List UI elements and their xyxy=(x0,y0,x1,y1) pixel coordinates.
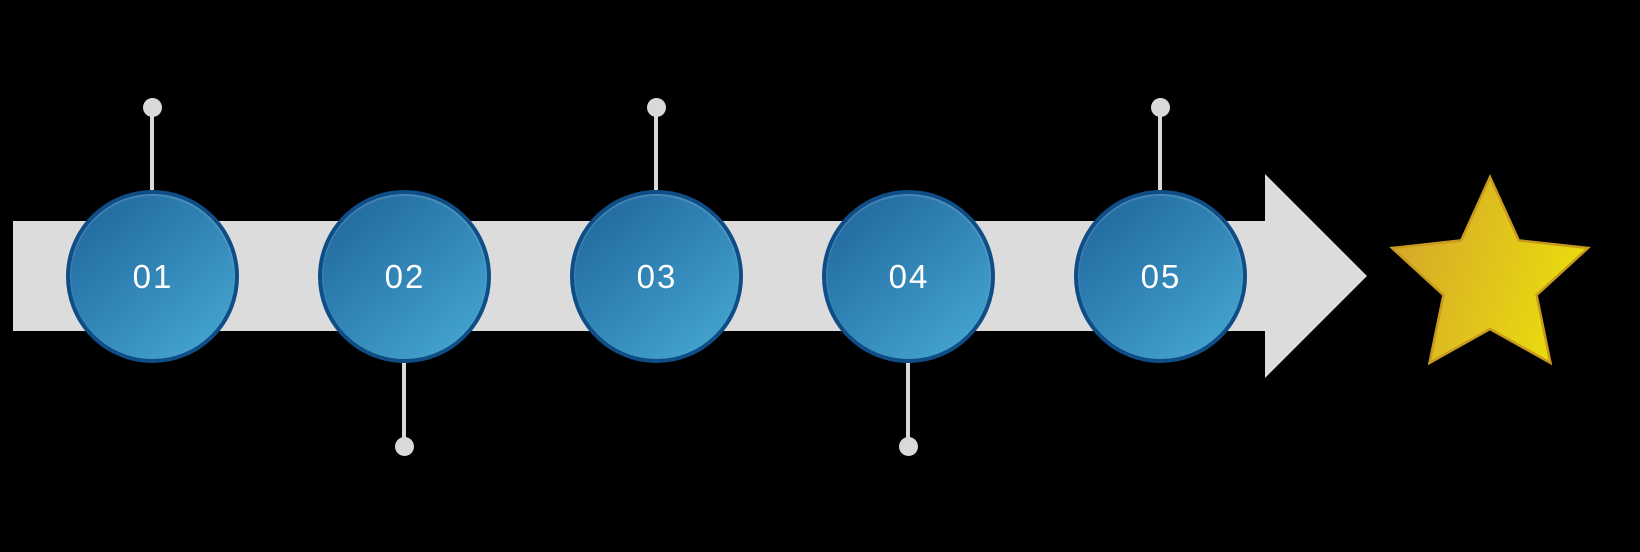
star-icon xyxy=(1385,170,1595,370)
timeline-step-1: 01 xyxy=(65,0,239,552)
connector-dot xyxy=(1150,98,1170,117)
connector-dot xyxy=(394,437,414,456)
step-circle: 03 xyxy=(569,190,743,363)
arrow-head xyxy=(1265,174,1367,378)
timeline-step-3: 03 xyxy=(569,0,743,552)
connector-dot xyxy=(898,437,918,456)
step-number: 02 xyxy=(384,257,426,295)
connector-line xyxy=(1158,116,1162,192)
step-number: 05 xyxy=(1140,257,1182,295)
connector-line xyxy=(654,116,658,192)
step-number: 01 xyxy=(132,257,174,295)
timeline-step-5: 05 xyxy=(1073,0,1247,552)
step-number: 04 xyxy=(888,257,930,295)
timeline-step-4: 04 xyxy=(821,0,995,552)
step-number: 03 xyxy=(636,257,678,295)
connector-dot xyxy=(646,98,666,117)
connector-line xyxy=(402,361,406,438)
connector-line xyxy=(150,116,154,192)
connector-line xyxy=(906,361,910,438)
step-circle: 04 xyxy=(821,190,995,363)
step-circle: 05 xyxy=(1073,190,1247,363)
timeline-step-2: 02 xyxy=(317,0,491,552)
connector-dot xyxy=(142,98,162,117)
step-circle: 02 xyxy=(317,190,491,363)
step-circle: 01 xyxy=(65,190,239,363)
